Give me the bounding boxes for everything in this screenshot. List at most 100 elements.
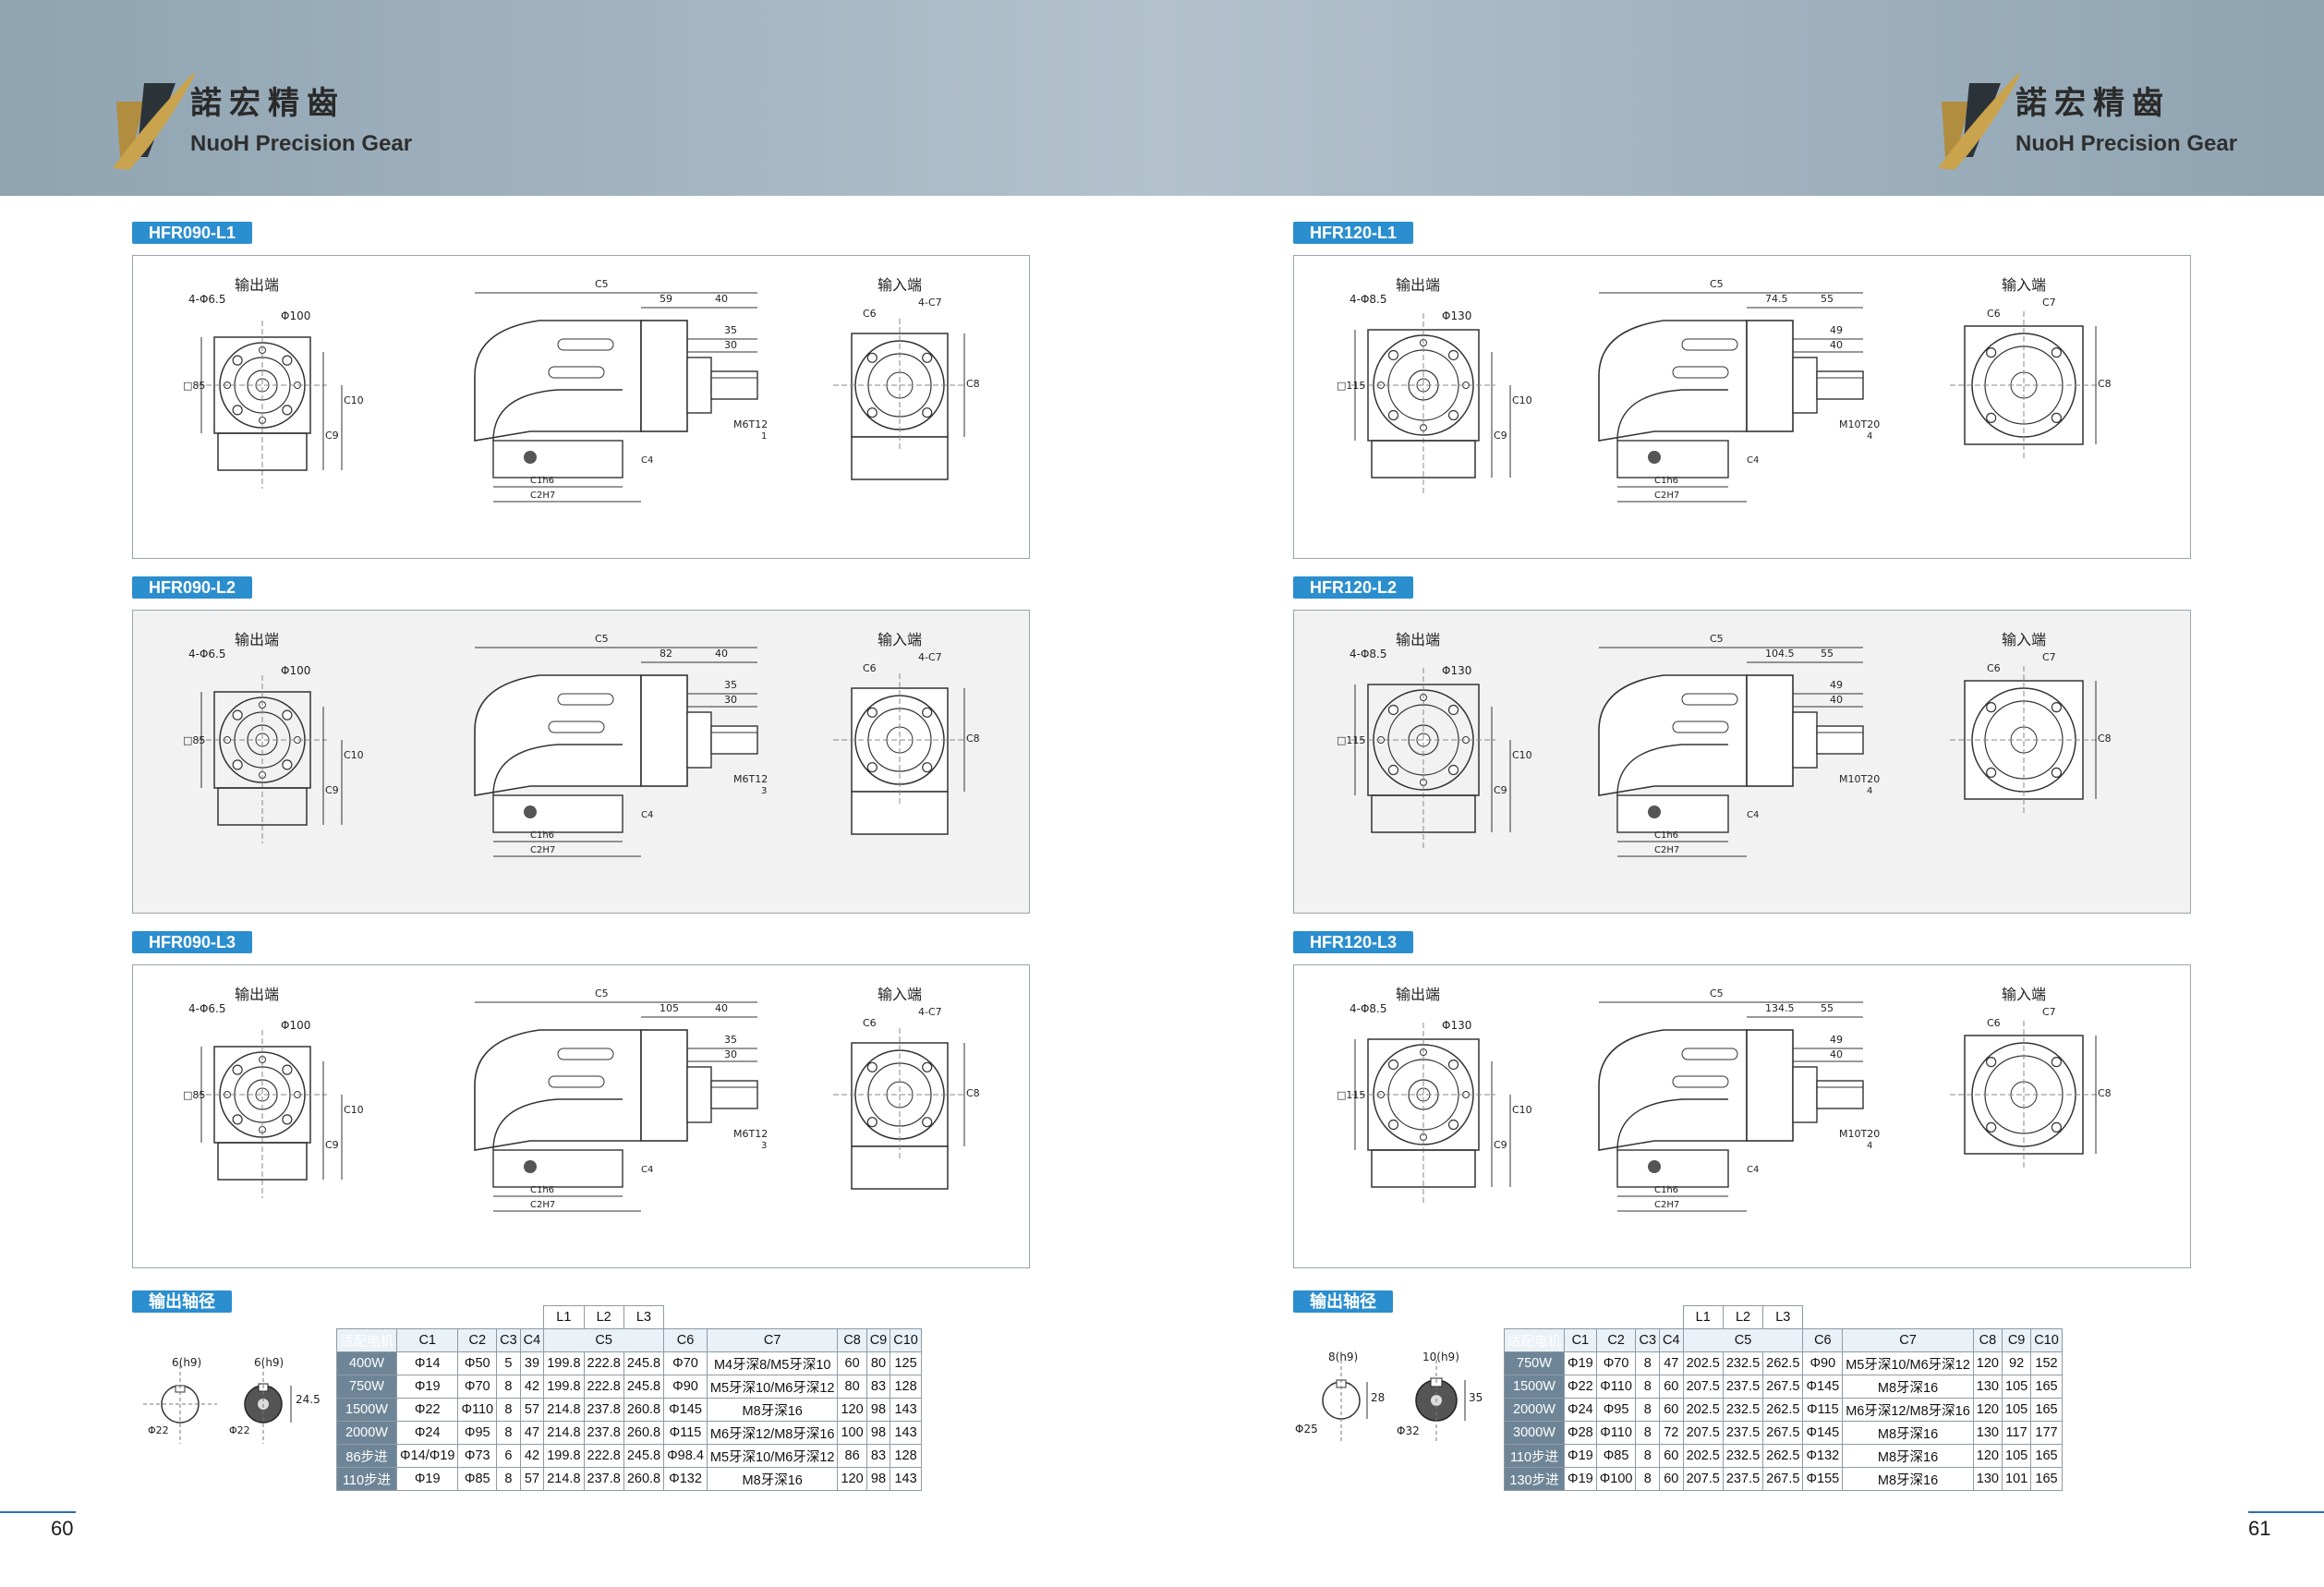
page-number-right: 61 — [2248, 1517, 2271, 1540]
table-cell: 143 — [890, 1398, 922, 1422]
table-cell: 100 — [837, 1421, 867, 1445]
model-tag: HFR120-L2 — [1293, 576, 1414, 599]
table-cell: Φ115 — [1802, 1398, 1844, 1422]
table-cell: Φ90 — [1802, 1351, 1844, 1375]
table-cell: 260.8 — [623, 1421, 665, 1445]
dim-length-label: 104.5 — [1765, 648, 1795, 660]
brand-mark-icon — [1938, 72, 2019, 170]
dim-c6-label: C6 — [863, 308, 877, 320]
table-cell: 177 — [2030, 1421, 2063, 1445]
table-cell: 80 — [837, 1375, 867, 1399]
table-cell: Φ145 — [663, 1398, 708, 1422]
dim-length-label: 49 — [1830, 1034, 1843, 1046]
dim-c2-label: C2H7 — [530, 491, 556, 501]
dim-length-label: 49 — [1830, 324, 1843, 336]
shaft-tag: 输出轴径 — [1293, 1290, 1393, 1313]
l-header-cell: L1 — [543, 1305, 585, 1329]
table-cell: 165 — [2030, 1444, 2063, 1468]
table-cell: 237.5 — [1722, 1375, 1764, 1399]
dim-c6-label: C6 — [1987, 1017, 2001, 1029]
table-cell: 120 — [837, 1467, 867, 1491]
table-cell: 237.8 — [583, 1421, 624, 1445]
table-header-cell: C1 — [1564, 1328, 1597, 1352]
table-cell: 57 — [519, 1467, 545, 1491]
dim-length-label: 40 — [1830, 694, 1843, 706]
table-cell: 39 — [519, 1351, 545, 1375]
table-header-cell: C9 — [865, 1328, 891, 1352]
table-cell: 110步进 — [336, 1467, 397, 1491]
dim-c7-label: 4-C7 — [918, 297, 942, 309]
dim-length-label: 40 — [715, 648, 728, 660]
table-cell: 120 — [1972, 1398, 2003, 1422]
table-cell: M8牙深16 — [706, 1398, 839, 1422]
input-end-label: 输入端 — [878, 986, 923, 1003]
table-cell: 165 — [2030, 1375, 2063, 1399]
brand-mark-icon — [113, 72, 194, 170]
table-cell: 232.5 — [1722, 1398, 1764, 1422]
table-cell: 105 — [2001, 1444, 2032, 1468]
dim-length-label: 134.5 — [1765, 1002, 1795, 1014]
table-cell: 8 — [1635, 1398, 1661, 1422]
dim-c5-label: C5 — [595, 987, 609, 999]
table-cell: 400W — [336, 1351, 397, 1375]
table-cell: 207.5 — [1682, 1467, 1724, 1491]
hole-spec-label: 4-Φ8.5 — [1350, 648, 1387, 660]
input-end-label: 输入端 — [878, 631, 923, 648]
dim-length-label: 4 — [1867, 431, 1873, 442]
page-number-rule — [0, 1511, 76, 1513]
shaft-height-label: 35 — [1469, 1391, 1483, 1404]
shaft-key-label: 10(h9) — [1422, 1351, 1459, 1363]
table-cell: M6牙深12/M8牙深16 — [706, 1421, 839, 1445]
table-cell: 237.8 — [583, 1398, 624, 1422]
table-header-cell: C6 — [663, 1328, 708, 1352]
page-header-banner: 諾宏精齒 NuoH Precision Gear 諾宏精齒 NuoH Preci… — [0, 0, 2324, 196]
dim-c7-label: 4-C7 — [918, 1006, 942, 1018]
table-cell: 57 — [519, 1398, 545, 1422]
shaft-height-label: 24.5 — [296, 1393, 321, 1406]
table-cell: Φ115 — [663, 1421, 708, 1445]
table-header-cell: C3 — [1635, 1328, 1661, 1352]
output-end-label: 输出端 — [1396, 631, 1441, 648]
table-cell: 199.8 — [543, 1444, 585, 1468]
table-cell: Φ22 — [1564, 1375, 1597, 1399]
dim-c7-label: C7 — [2042, 651, 2056, 663]
brand-logo-left: 諾宏精齒 NuoH Precision Gear — [111, 65, 443, 176]
table-cell: 80 — [865, 1351, 891, 1375]
dim-c8-label: C8 — [966, 378, 980, 390]
gearbox-drawing — [198, 1001, 966, 1212]
dim-length-label: 59 — [660, 293, 672, 305]
table-cell: 8 — [1635, 1467, 1661, 1491]
dim-c8-label: C8 — [966, 733, 980, 745]
table-cell: 5 — [496, 1351, 521, 1375]
dim-length-label: 40 — [715, 293, 728, 305]
brand-name-en: NuoH Precision Gear — [2015, 131, 2238, 156]
hole-spec-label: 4-Φ8.5 — [1350, 293, 1387, 306]
l-header-cell: L1 — [1682, 1305, 1724, 1329]
dim-length-label: 30 — [724, 339, 737, 351]
dim-length-label: 30 — [724, 1048, 737, 1060]
table-cell: 143 — [890, 1421, 922, 1445]
table-cell: 60 — [1659, 1467, 1684, 1491]
square-size-label: □115 — [1337, 380, 1366, 392]
table-header-cell: C7 — [706, 1328, 839, 1352]
table-cell: 202.5 — [1682, 1444, 1724, 1468]
shaft-tag: 输出轴径 — [132, 1290, 232, 1313]
table-cell: Φ110 — [457, 1398, 498, 1422]
pilot-diameter-label: Φ130 — [1442, 309, 1472, 322]
dim-c9-label: C9 — [325, 1139, 339, 1151]
table-cell: Φ73 — [457, 1444, 498, 1468]
table-cell: 207.5 — [1682, 1375, 1724, 1399]
input-end-label: 输入端 — [878, 276, 923, 294]
table-cell: 245.8 — [623, 1351, 665, 1375]
table-cell: 267.5 — [1762, 1421, 1804, 1445]
table-header-cell: 适配电机 — [336, 1328, 397, 1352]
